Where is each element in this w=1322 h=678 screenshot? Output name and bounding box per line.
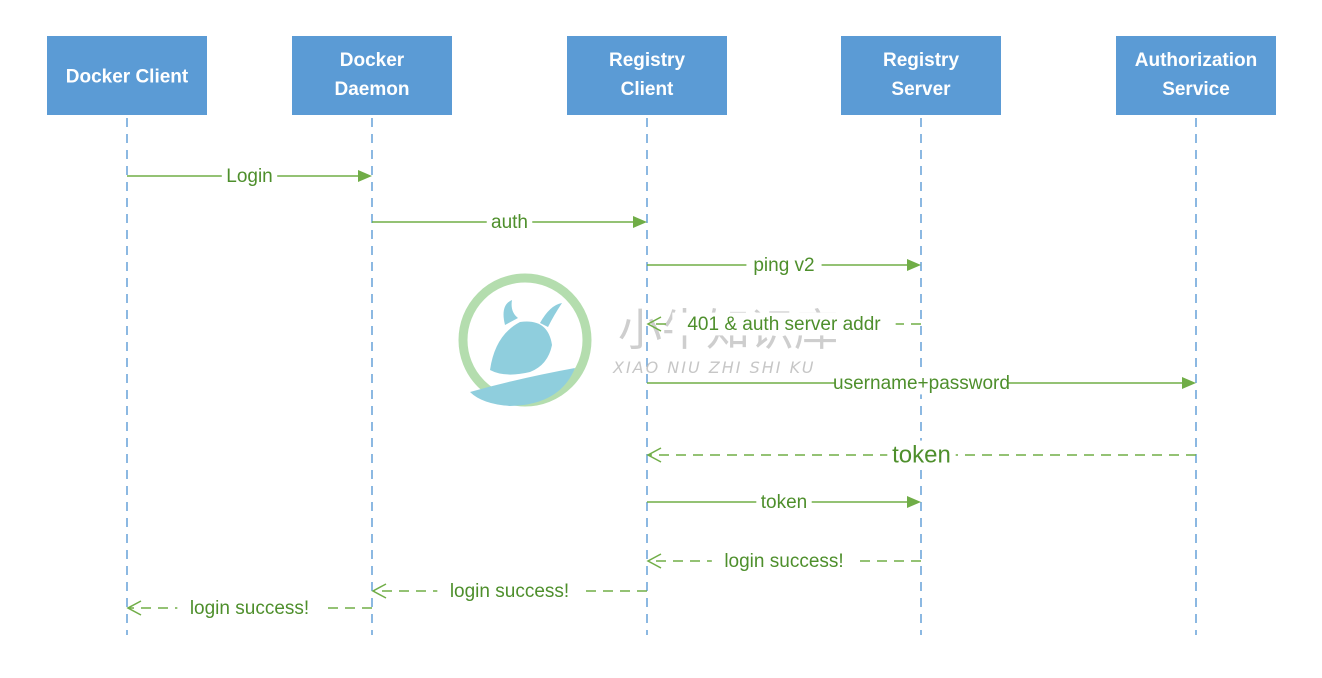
message-label: ping v2 bbox=[753, 255, 814, 276]
message-label: login success! bbox=[190, 598, 309, 619]
message-label: login success! bbox=[450, 581, 569, 602]
message-label: auth bbox=[491, 212, 528, 233]
message-label-bg bbox=[887, 440, 956, 470]
watermark-subtext: XIAO NIU ZHI SHI KU bbox=[612, 358, 816, 377]
message-8: login success! bbox=[646, 549, 921, 573]
message-label: login success! bbox=[724, 551, 843, 572]
actor-label: Docker Client bbox=[66, 67, 189, 88]
message-1: Login bbox=[127, 164, 372, 188]
actor-label: Authorization bbox=[1135, 50, 1257, 71]
message-3: ping v2 bbox=[647, 253, 921, 277]
message-label-bg bbox=[221, 164, 278, 188]
message-label-bg bbox=[437, 579, 582, 603]
open-arrowhead-icon bbox=[126, 600, 142, 616]
open-arrowhead-icon bbox=[371, 583, 387, 599]
filled-arrowhead-icon bbox=[907, 259, 921, 271]
filled-arrowhead-icon bbox=[633, 216, 647, 228]
message-7: token bbox=[647, 490, 921, 514]
message-label: username+password bbox=[833, 373, 1010, 394]
filled-arrowhead-icon bbox=[907, 496, 921, 508]
message-label-bg bbox=[486, 210, 533, 234]
actor-label: Registry bbox=[609, 50, 685, 71]
open-arrowhead-icon bbox=[646, 316, 662, 332]
actor-label: Server bbox=[891, 79, 951, 100]
actor-box bbox=[567, 36, 727, 115]
actor-label: Service bbox=[1162, 79, 1230, 100]
message-label-bg bbox=[746, 253, 822, 277]
message-4: 401 & auth server addr bbox=[646, 312, 921, 336]
actor-box bbox=[47, 36, 207, 115]
actor-box bbox=[841, 36, 1001, 115]
open-arrowhead-icon bbox=[646, 553, 662, 569]
message-label: Login bbox=[226, 166, 273, 187]
actor-label: Daemon bbox=[335, 79, 410, 100]
actor-docker-client: Docker Client bbox=[47, 36, 207, 115]
actor-label: Docker bbox=[340, 50, 405, 71]
message-9: login success! bbox=[371, 579, 647, 603]
message-label-bg bbox=[672, 312, 896, 336]
actors: Docker ClientDockerDaemonRegistryClientR… bbox=[47, 36, 1276, 115]
message-label-bg bbox=[834, 371, 1009, 395]
message-label-bg bbox=[711, 549, 857, 573]
open-arrowhead-icon bbox=[646, 447, 662, 463]
message-6: token bbox=[646, 440, 1196, 470]
message-label: token bbox=[761, 492, 807, 513]
message-label-bg bbox=[756, 490, 812, 514]
filled-arrowhead-icon bbox=[358, 170, 372, 182]
actor-label: Client bbox=[621, 79, 674, 100]
actor-label: Registry bbox=[883, 50, 959, 71]
message-label: 401 & auth server addr bbox=[687, 314, 881, 335]
filled-arrowhead-icon bbox=[1182, 377, 1196, 389]
watermark-logo-icon bbox=[458, 273, 592, 407]
watermark: 小牛知识库 XIAO NIU ZHI SHI KU bbox=[458, 273, 838, 407]
actor-box bbox=[1116, 36, 1276, 115]
actor-box bbox=[292, 36, 452, 115]
message-label: token bbox=[892, 441, 951, 468]
message-2: auth bbox=[372, 210, 647, 234]
message-10: login success! bbox=[126, 596, 372, 620]
message-5: username+password bbox=[647, 371, 1196, 395]
message-label-bg bbox=[177, 596, 322, 620]
messages: Login auth ping v2 401 & auth server addr us… bbox=[126, 164, 1196, 620]
